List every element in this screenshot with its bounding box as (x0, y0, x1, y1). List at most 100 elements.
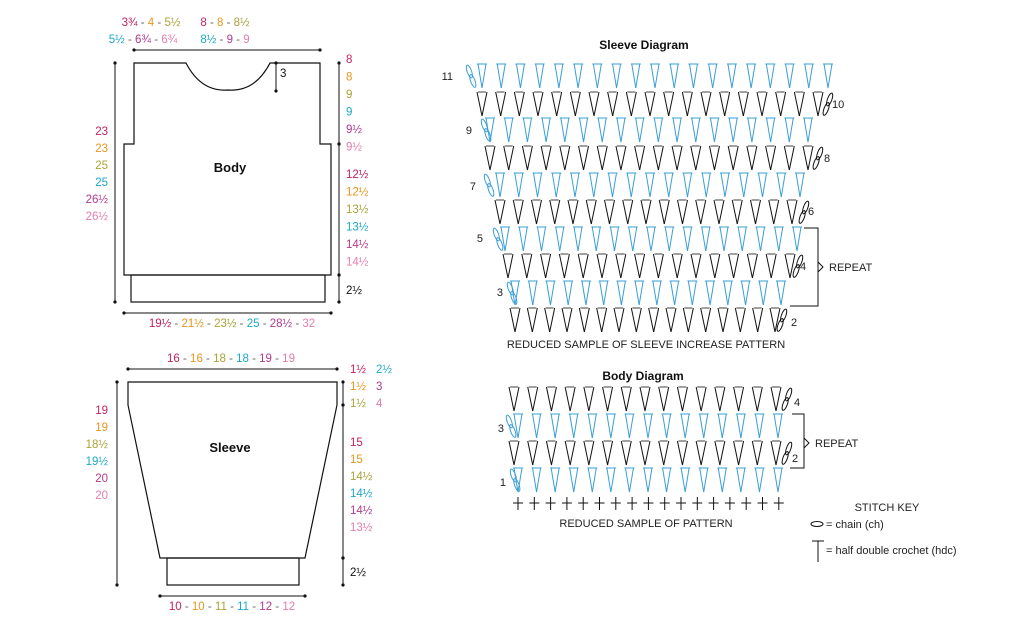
hdc-stitch (700, 226, 711, 252)
hdc-stitch (765, 117, 776, 143)
hdc-stitch (577, 253, 589, 279)
hdc-stitch (513, 91, 525, 117)
body-outline (123, 62, 332, 276)
size-value: 9 (346, 107, 352, 119)
hdc-stitch (526, 307, 538, 333)
hdc-stitch (620, 386, 632, 412)
hdc-stitch (567, 199, 579, 225)
hdc-stitch (784, 117, 795, 143)
size-value: 13½ (346, 204, 369, 216)
hdc-stitch (587, 413, 598, 439)
turning-chain (781, 441, 793, 465)
size-value: 3 (376, 381, 382, 393)
size-value: 19½ (86, 456, 109, 468)
hdc-stitch (653, 117, 664, 143)
size-value: 1½ (350, 381, 366, 393)
size-value: 8½ (234, 17, 250, 29)
size-separator: - (180, 353, 190, 365)
row-number: 3 (498, 423, 504, 435)
hdc-stitch (532, 91, 544, 117)
row-number: 2 (792, 453, 798, 465)
stitch-row (509, 467, 783, 493)
size-value: 9½ (346, 142, 362, 154)
hdc-stitch (765, 253, 777, 279)
hdc-stitch (708, 145, 720, 171)
size-separator: - (236, 318, 246, 330)
size-value: 15 (350, 437, 363, 449)
turning-chain (465, 64, 477, 88)
size-value-line: 10 - 10 - 11 - 11 - 12 - 12 (169, 601, 295, 613)
size-value: 23 (95, 126, 108, 138)
size-value: 14½ (350, 488, 373, 500)
size-value: 20 (95, 473, 108, 485)
stitch-row (484, 145, 824, 171)
hdc-stitch (531, 413, 542, 439)
hdc-stitch (568, 413, 579, 439)
size-separator: - (204, 318, 214, 330)
hdc-stitch (578, 307, 590, 333)
hdc-stitch (531, 467, 542, 493)
hdc-stitch (690, 253, 702, 279)
hdc-stitch (503, 117, 514, 143)
body-diagram-caption: REDUCED SAMPLE OF PATTERN (559, 518, 732, 530)
chain-stitch (561, 497, 572, 510)
hdc-stitch (532, 172, 543, 198)
size-value: 9 (227, 34, 233, 46)
hdc-stitch (602, 386, 614, 412)
hdc-stitch (624, 467, 635, 493)
chain-stitch (676, 497, 686, 510)
hdc-stitch (690, 145, 702, 171)
hdc-stitch (735, 413, 746, 439)
hdc-stitch (795, 172, 805, 198)
turning-chain (792, 254, 804, 278)
hdc-stitch (728, 117, 739, 143)
size-value: 18 (213, 353, 226, 365)
hdc-stitch (713, 199, 725, 225)
hdc-stitch (661, 413, 672, 439)
size-value: 4 (376, 398, 383, 410)
hdc-stitch (580, 280, 591, 306)
hdc-stitch (545, 386, 557, 412)
hdc-stitch (698, 413, 709, 439)
size-value: 3¾ (122, 17, 138, 29)
hdc-stitch (695, 386, 707, 412)
hdc-stitch (765, 145, 777, 171)
chain-stitch (724, 497, 735, 510)
row-number: 11 (442, 71, 453, 83)
row-number: 7 (470, 181, 476, 193)
body-repeat-bracket (790, 413, 805, 469)
size-value: 25 (95, 177, 108, 189)
hdc-stitch (802, 145, 814, 171)
hdc-stitch (735, 467, 746, 493)
hdc-stitch (509, 307, 521, 333)
hdc-stitch (634, 145, 646, 171)
hdc-stitch (695, 440, 707, 466)
size-separator: - (171, 318, 181, 330)
hdc-stitch (578, 145, 590, 171)
hdc-stitch (681, 91, 693, 117)
stitch-key-title: STITCH KEY (855, 502, 920, 514)
size-separator: - (249, 353, 259, 365)
hdc-stitch (512, 199, 524, 225)
hdc-stitch (669, 280, 680, 306)
hdc-stitch (624, 413, 635, 439)
hdc-stitch (765, 63, 776, 89)
hdc-stitch (544, 307, 556, 333)
chain-stitch (513, 497, 523, 510)
hdc-stitch (554, 226, 565, 252)
hdc-stitch (682, 307, 694, 333)
turning-chain (505, 414, 517, 438)
size-value: 14½ (346, 239, 369, 251)
hdc-stitch (768, 199, 780, 225)
hdc-stitch (773, 413, 783, 439)
hdc-stitch (658, 386, 670, 412)
hdc-stitch (561, 307, 573, 333)
size-value: 10 (169, 601, 182, 613)
size-value: 9 (243, 34, 249, 46)
hdc-stitch (773, 467, 783, 493)
sleeve-top-width: 16 - 16 - 18 - 18 - 19 - 19 (167, 353, 295, 365)
hdc-stitch (740, 280, 751, 306)
hdc-stitch (596, 253, 608, 279)
